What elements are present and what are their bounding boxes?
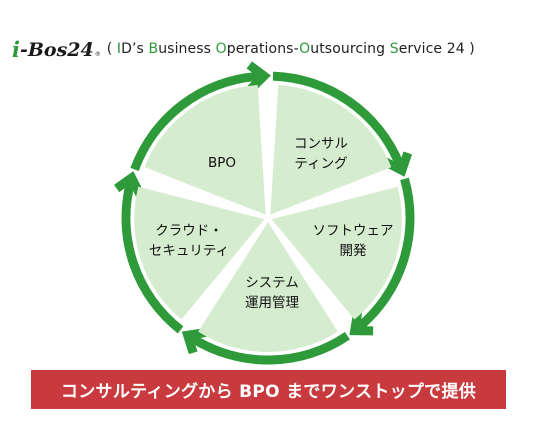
cycle-arrow-arc bbox=[272, 71, 404, 167]
cycle-arrowhead bbox=[181, 328, 207, 355]
cycle-segment-label: ソフトウェア開発 bbox=[313, 223, 394, 259]
tagline-part: ervice 24 ) bbox=[398, 41, 475, 57]
tagline-part: D’s bbox=[121, 41, 149, 57]
cycle-arrowhead bbox=[114, 171, 144, 197]
cycle-segments bbox=[134, 85, 402, 353]
tagline-part: ( bbox=[106, 41, 117, 57]
summary-banner: コンサルティングから BPO までワンストップで提供 bbox=[31, 370, 506, 409]
cycle-segment-label: システム運用管理 bbox=[245, 275, 299, 311]
tagline-part: perations- bbox=[226, 41, 300, 57]
cycle-segment bbox=[198, 222, 338, 353]
registered-mark: ® bbox=[94, 50, 101, 58]
logo-wordmark: -Bos24 bbox=[19, 38, 94, 61]
logo-prefix: i bbox=[12, 36, 20, 62]
tagline: ( ID’s Business Operations-Outsourcing S… bbox=[107, 41, 475, 57]
tagline-part: usiness bbox=[158, 41, 216, 57]
logo: i -Bos24 ® bbox=[12, 39, 101, 60]
cycle-arrow-arc bbox=[130, 71, 259, 171]
cycle-segment bbox=[270, 85, 392, 215]
cycle-arrowhead bbox=[383, 151, 413, 177]
cycle-arrow-arc bbox=[356, 177, 415, 331]
tagline-part: S bbox=[389, 41, 399, 57]
cycle-arrows bbox=[114, 61, 415, 365]
cycle-segment-label: BPO bbox=[208, 155, 236, 171]
cycle-arrow-arc bbox=[190, 331, 350, 365]
tagline-part: utsourcing bbox=[310, 41, 390, 57]
tagline-part: O bbox=[299, 41, 311, 57]
cycle-arrowhead bbox=[246, 61, 271, 93]
cycle-segment-label: クラウド・セキュリティ bbox=[149, 223, 229, 259]
cycle-segment bbox=[144, 85, 266, 215]
cycle-segment bbox=[271, 186, 402, 320]
cycle-segment bbox=[134, 186, 265, 320]
header: i -Bos24 ® ( ID’s Business Operations-Ou… bbox=[12, 34, 475, 64]
tagline-part: B bbox=[148, 41, 159, 57]
cycle-arrow-arc bbox=[121, 182, 184, 334]
cycle-arrowhead bbox=[349, 311, 374, 336]
tagline-part: I bbox=[116, 41, 122, 57]
cycle-segment-label: コンサルティング bbox=[294, 136, 348, 172]
tagline-part: O bbox=[215, 41, 227, 57]
